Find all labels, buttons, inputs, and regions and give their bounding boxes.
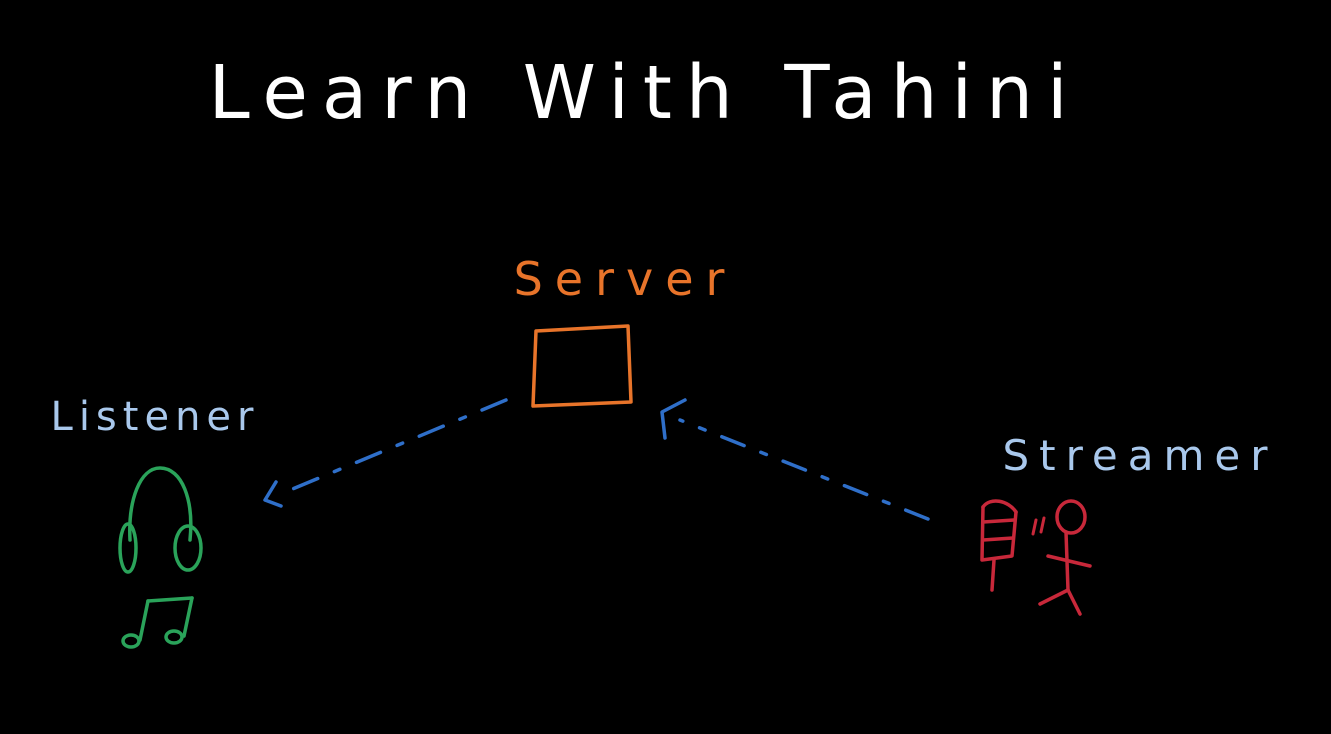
streamer-label: Streamer (1002, 431, 1277, 480)
server-label: Server (514, 252, 737, 306)
microphone-icon (980, 499, 1018, 592)
server-box-icon (531, 324, 633, 408)
headphones-icon (118, 466, 203, 574)
diagram-title: Learn With Tahini (208, 50, 1081, 136)
sound-waves-icon (1031, 516, 1046, 536)
listener-label: Listener (51, 394, 260, 440)
stick-person-icon (1038, 499, 1092, 616)
arrow-server-to-listener (263, 398, 508, 508)
music-note-icon (121, 596, 194, 649)
arrow-streamer-to-server (660, 398, 930, 521)
